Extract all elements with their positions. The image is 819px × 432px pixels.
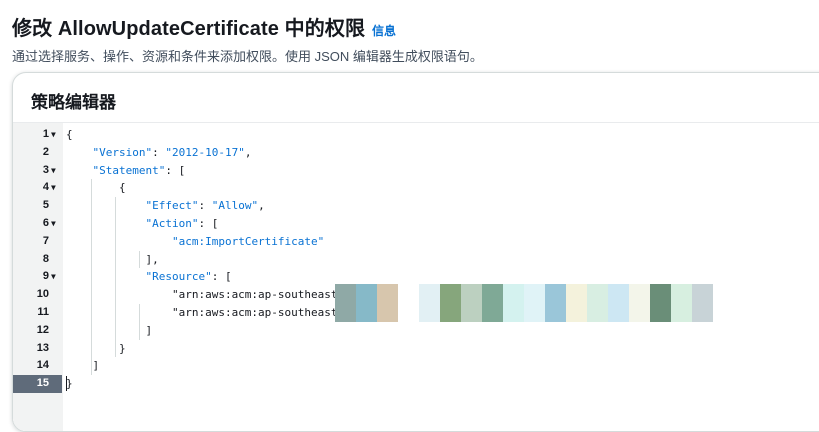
indent-guide	[91, 179, 92, 376]
line-number: 13	[36, 341, 49, 354]
code-text: "Statement": [	[92, 163, 186, 177]
code-line[interactable]: 10 "arn:aws:acm:ap-southeast-1	[13, 286, 819, 304]
code-line[interactable]: 1▼ {	[13, 126, 819, 144]
info-link[interactable]: 信息	[372, 24, 397, 38]
code-text: }	[66, 377, 73, 391]
line-number: 4	[42, 181, 49, 194]
code-line[interactable]: 15}	[13, 375, 819, 393]
code-line[interactable]: 7 "acm:ImportCertificate"	[13, 233, 819, 251]
line-number: 3	[42, 163, 49, 176]
code-area[interactable]	[63, 123, 819, 431]
title-row: 修改 AllowUpdateCertificate 中的权限 信息	[12, 12, 819, 41]
redaction-block	[461, 284, 482, 322]
line-number: 8	[42, 252, 49, 265]
code-text: "Action": [	[145, 217, 219, 230]
code-text: ],	[66, 252, 159, 266]
redaction-block	[629, 284, 650, 322]
code-text: "arn:aws:acm:ap-southeast-1	[66, 288, 351, 302]
code-text: "Version": "2012-10-17",	[92, 145, 252, 159]
redaction-block	[608, 284, 629, 322]
code-line[interactable]: 4▼ {	[13, 179, 819, 197]
code-text: "Resource": [	[145, 270, 232, 284]
redaction-block	[335, 284, 356, 322]
panel-title: 策略编辑器	[13, 73, 819, 123]
redaction-block	[377, 284, 398, 322]
line-number: 1	[42, 128, 49, 140]
code-text: "acm:ImportCertificate"	[171, 234, 325, 248]
chevron-down-icon[interactable]: ▼	[51, 272, 56, 282]
redaction-block	[566, 284, 587, 322]
chevron-down-icon[interactable]: ▼	[51, 219, 56, 228]
code-text: {	[66, 181, 126, 195]
redaction-block	[524, 284, 545, 322]
code-text: "Effect": "Allow",	[145, 199, 265, 213]
code-line[interactable]: 9▼ "Resource": [	[13, 268, 819, 286]
redaction-block	[587, 284, 608, 322]
code-line[interactable]: 8 ],	[13, 251, 819, 269]
code-text: {	[66, 128, 73, 141]
line-number: 2	[42, 145, 49, 158]
code-text: ]	[66, 323, 153, 337]
policy-editor-panel: 策略编辑器 1▼{2 "Version": "2012-10-17",3▼ "S…	[12, 72, 819, 432]
chevron-down-icon[interactable]: ▼	[51, 130, 56, 139]
indent-guide	[115, 197, 116, 358]
redaction-block	[356, 284, 377, 322]
text-cursor	[66, 376, 67, 392]
line-number: 15	[36, 377, 49, 390]
code-text: ]	[66, 359, 100, 373]
redaction-block	[503, 284, 524, 322]
redaction-block	[650, 284, 671, 322]
line-number: 7	[42, 234, 49, 247]
code-line[interactable]: 3▼ "Statement": [	[13, 162, 819, 180]
code-line[interactable]: 11 "arn:aws:acm:ap-southeast-1	[13, 304, 819, 322]
code-line[interactable]: 13 }	[13, 340, 819, 358]
page-title: 修改 AllowUpdateCertificate 中的权限	[12, 18, 366, 40]
redaction-block	[440, 284, 461, 322]
indent-guide	[139, 250, 140, 269]
code-line[interactable]: 5 "Effect": "Allow",	[13, 197, 819, 215]
page-description: 通过选择服务、操作、资源和条件来添加权限。使用 JSON 编辑器生成权限语句。	[12, 49, 483, 64]
active-line-highlight	[13, 375, 62, 393]
code-text: }	[66, 341, 126, 355]
page-header: 修改 AllowUpdateCertificate 中的权限 信息 通过选择服务…	[12, 12, 819, 65]
json-editor[interactable]: 1▼{2 "Version": "2012-10-17",3▼ "Stateme…	[13, 123, 819, 431]
line-number: 9	[42, 270, 49, 283]
redaction-block	[692, 284, 713, 322]
indent-guide	[139, 304, 140, 340]
chevron-down-icon[interactable]: ▼	[51, 183, 56, 193]
code-line[interactable]: 12 ]	[13, 322, 819, 340]
line-number: 10	[36, 288, 49, 301]
line-number: 12	[36, 323, 49, 336]
code-line[interactable]: 2 "Version": "2012-10-17",	[13, 144, 819, 162]
code-line[interactable]: 14 ]	[13, 357, 819, 375]
redaction-block	[671, 284, 692, 322]
redaction-block	[398, 284, 419, 322]
line-number: 14	[36, 359, 49, 372]
redaction-block	[482, 284, 503, 322]
redaction-block	[419, 284, 440, 322]
line-number: 5	[42, 199, 49, 212]
line-number: 11	[37, 306, 49, 318]
chevron-down-icon[interactable]: ▼	[51, 165, 56, 175]
code-text: "arn:aws:acm:ap-southeast-1	[66, 306, 351, 319]
redaction-block	[545, 284, 566, 322]
line-number: 6	[42, 217, 49, 229]
code-line[interactable]: 6▼ "Action": [	[13, 215, 819, 233]
